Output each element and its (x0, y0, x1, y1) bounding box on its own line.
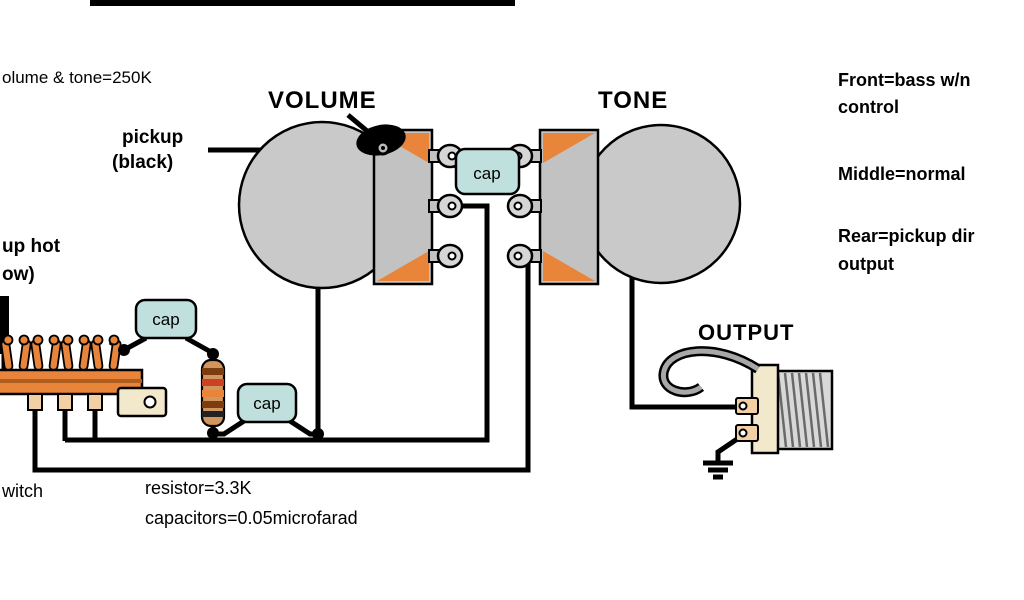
resistor (200, 358, 226, 428)
cut-wire-end (0, 296, 9, 354)
tone-pot-lug-3 (506, 243, 542, 269)
volume-pot-lug-2 (428, 193, 464, 219)
output-hot-wire (629, 270, 737, 410)
resistor-band (202, 411, 224, 417)
note-rear-line1: Rear=pickup dir (838, 226, 975, 246)
pickup-label-line2: (black) (112, 152, 173, 173)
jack-tip-spring (660, 348, 760, 395)
volume-pot-lug-3 (428, 243, 464, 269)
resistor-band (202, 379, 224, 386)
capacitor-3: cap (454, 147, 521, 196)
note-front-line1: Front=bass w/n (838, 70, 971, 90)
pot-accent (543, 133, 595, 163)
jack-lug-hole (738, 428, 748, 438)
note-rear-line2: output (838, 254, 894, 274)
volume-pot (237, 120, 464, 290)
switch-contact (60, 334, 92, 371)
switch-contact (0, 334, 32, 371)
output-jack (658, 346, 834, 455)
capacitor-body (236, 382, 298, 424)
resistor-band (202, 390, 224, 397)
capacitor-body (454, 147, 521, 196)
pickup-label-line1: pickup (122, 127, 183, 148)
resistor-value-label: resistor=3.3K (145, 478, 252, 498)
pickup-switch (0, 334, 168, 418)
capacitor-label: cap (253, 394, 280, 413)
capacitor-value-label: capacitors=0.05microfarad (145, 508, 358, 528)
capacitor-2: cap (236, 382, 298, 424)
output-label: OUTPUT (698, 320, 794, 345)
pickup-hot-label-line1: up hot (2, 236, 61, 257)
switch-lug (87, 393, 103, 411)
bracket-hole (143, 395, 157, 409)
pot-accent (377, 251, 429, 281)
pickup-hot-label-line2: ow) (2, 264, 35, 285)
tone-pot-lug-2 (506, 193, 542, 219)
wire (65, 203, 490, 443)
pot-accent (543, 251, 595, 281)
resistor-band (202, 368, 224, 375)
solder-blob (356, 124, 406, 156)
solder-joints (118, 344, 324, 440)
capacitor-label: cap (152, 310, 179, 329)
note-front-line2: control (838, 97, 899, 117)
switch-bracket (116, 386, 168, 418)
tone-pot (506, 123, 742, 286)
switch-contact (30, 334, 62, 371)
volume-label: VOLUME (268, 87, 377, 114)
resistor-band (202, 401, 224, 408)
tone-label: TONE (598, 87, 668, 114)
switch-label: witch (1, 481, 43, 501)
capacitor-1: cap (134, 298, 198, 340)
lug-hole-center (381, 146, 385, 150)
jack-lug-hole (738, 401, 748, 411)
switch-contact (90, 334, 122, 371)
switch-lug (27, 393, 43, 411)
note-middle: Middle=normal (838, 164, 966, 184)
ground-symbol-jack (703, 460, 733, 480)
capacitor-label: cap (473, 164, 500, 183)
pot-values-label: olume & tone=250K (2, 68, 152, 87)
tone-pot-body (580, 123, 742, 285)
switch-lug (57, 393, 73, 411)
capacitor-body (134, 298, 198, 340)
cap-lead (184, 335, 213, 355)
jack-threads (776, 372, 830, 448)
